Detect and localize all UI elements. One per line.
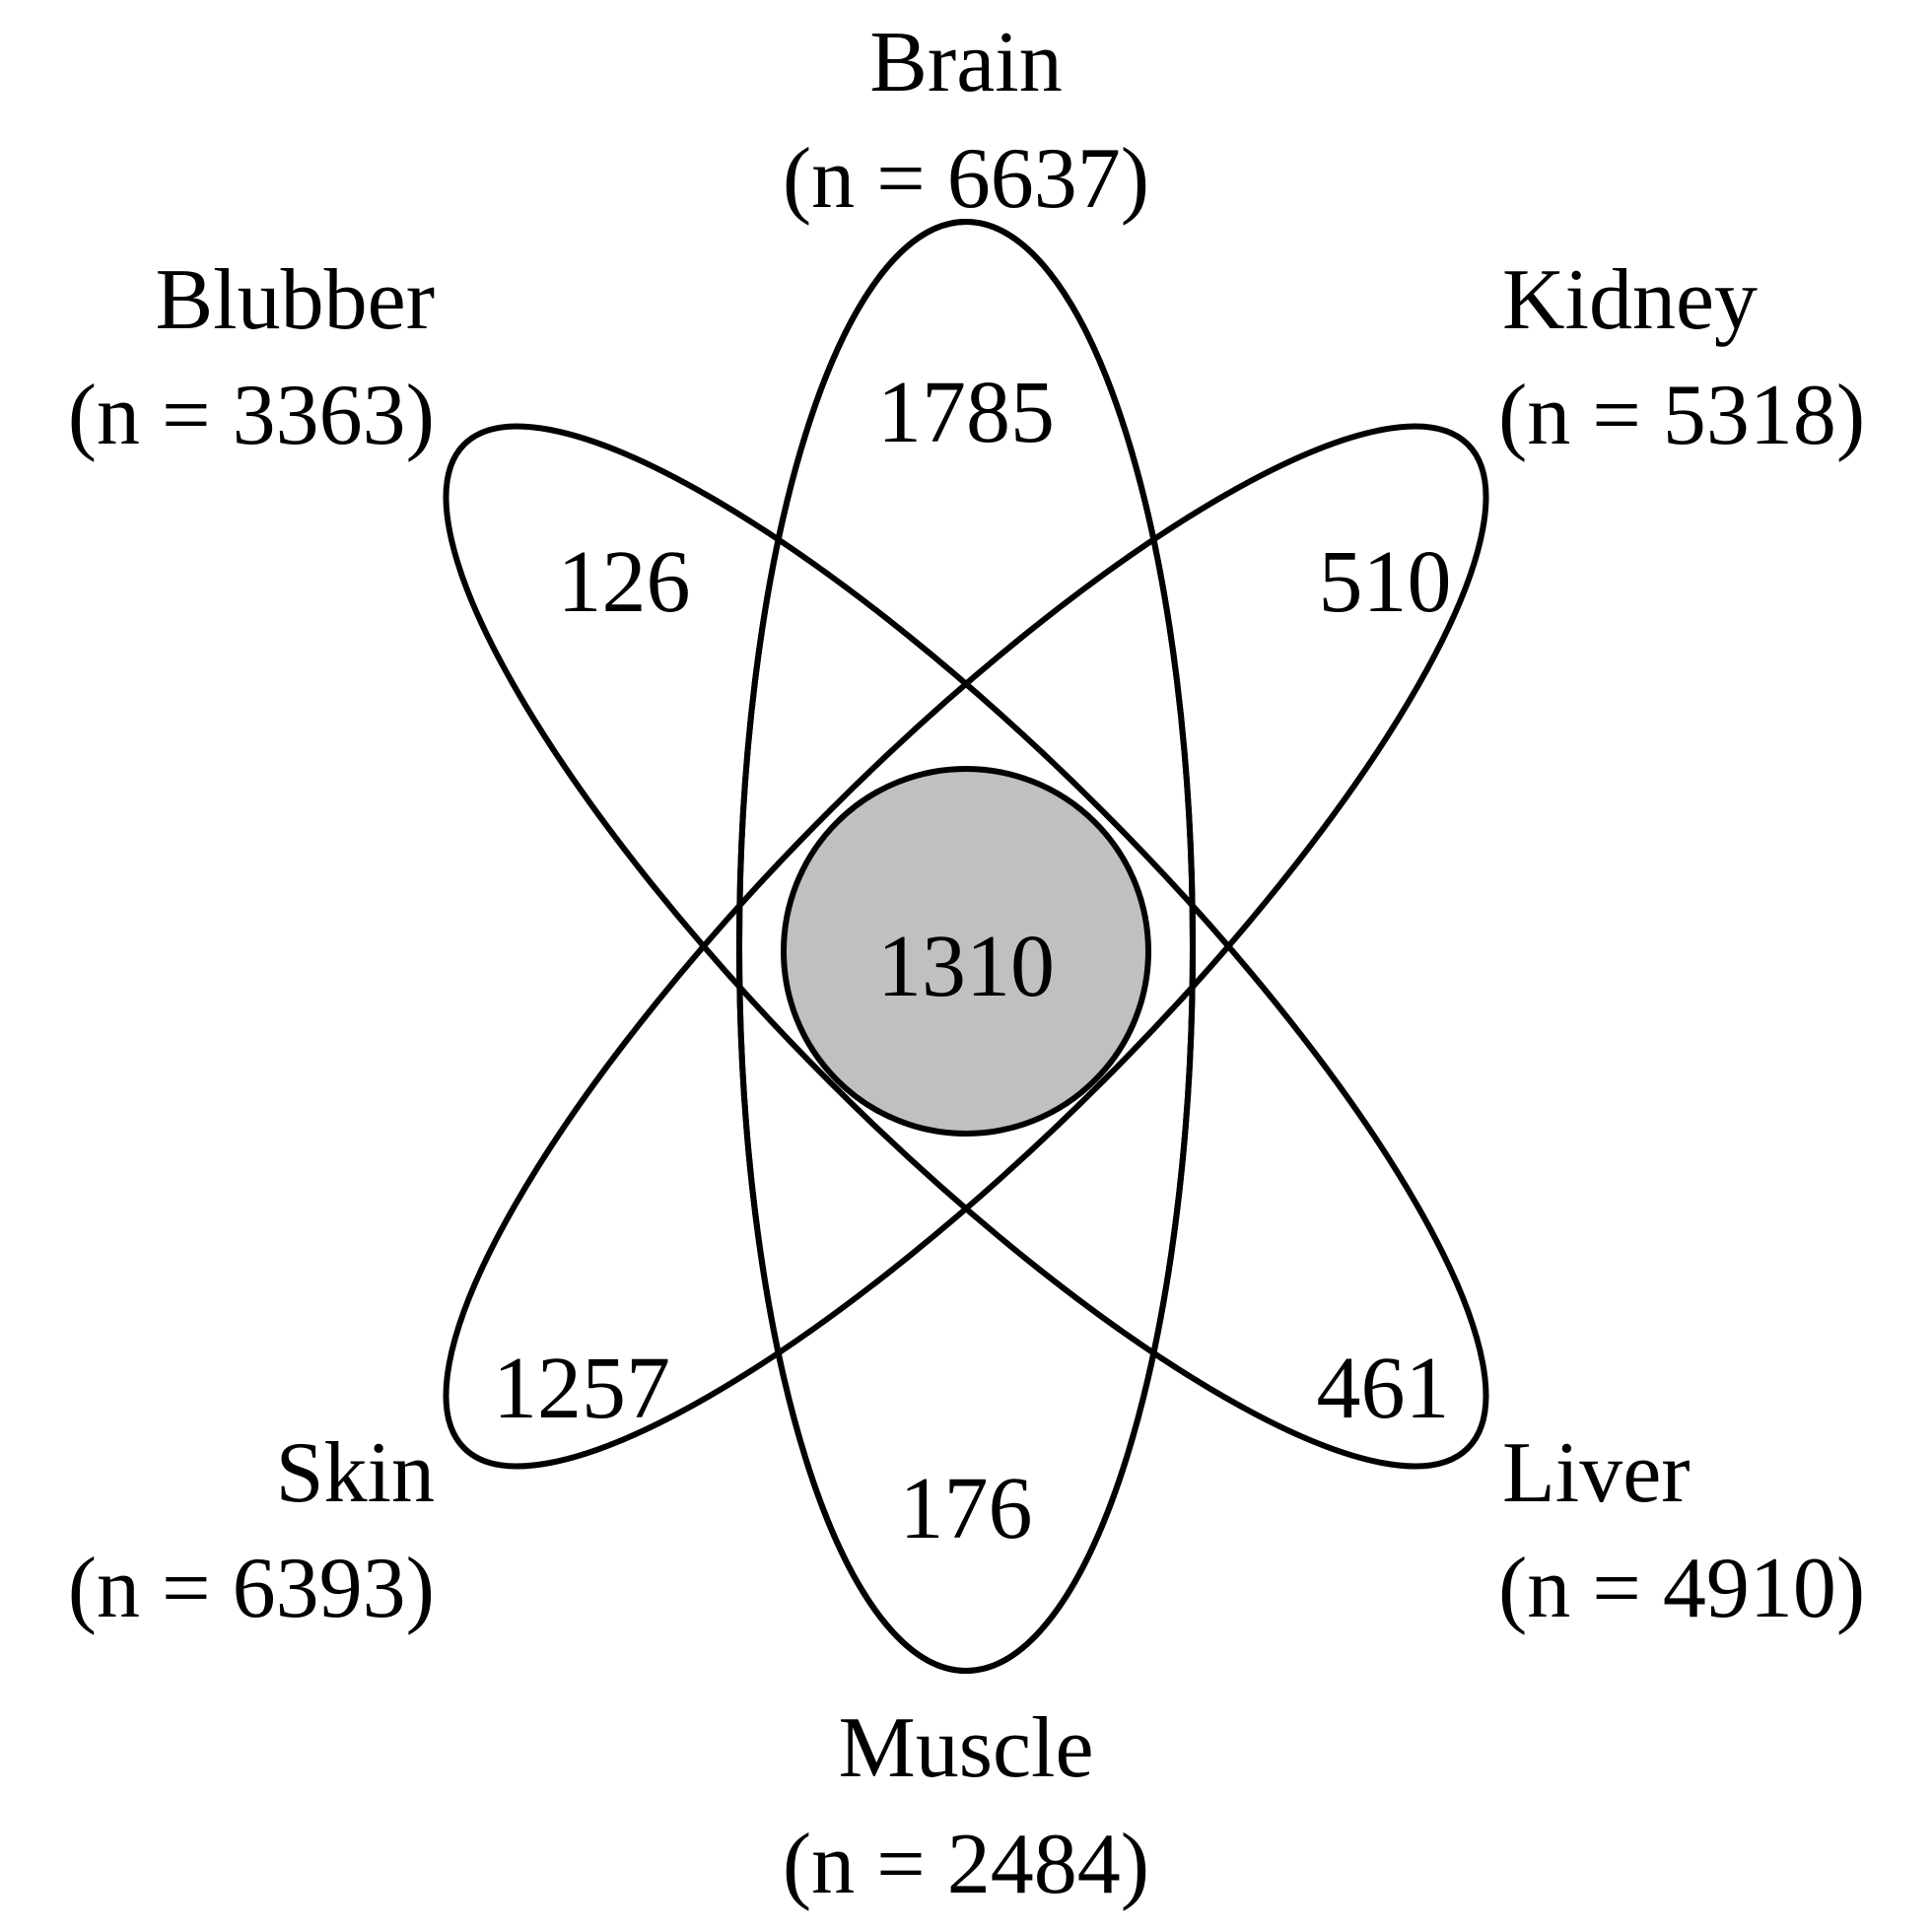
set-label-kidney: Kidney bbox=[1502, 252, 1758, 348]
set-count-brain: (n = 6637) bbox=[783, 131, 1149, 227]
region-value-kidney: 510 bbox=[1319, 533, 1452, 631]
set-label-blubber: Blubber bbox=[155, 252, 435, 348]
region-value-brain: 1785 bbox=[877, 364, 1055, 461]
set-count-liver: (n = 4910) bbox=[1498, 1541, 1865, 1636]
region-value-liver: 461 bbox=[1317, 1340, 1450, 1437]
set-label-liver: Liver bbox=[1502, 1425, 1690, 1521]
set-label-brain: Brain bbox=[869, 15, 1063, 110]
set-count-muscle: (n = 2484) bbox=[783, 1817, 1149, 1912]
set-count-kidney: (n = 5318) bbox=[1498, 368, 1865, 463]
ellipse-kidney bbox=[443, 423, 1489, 1470]
set-label-muscle: Muscle bbox=[838, 1700, 1093, 1796]
set-count-skin: (n = 6393) bbox=[68, 1541, 435, 1636]
set-label-skin: Skin bbox=[276, 1425, 435, 1521]
shared-value: 1310 bbox=[877, 918, 1055, 1015]
ellipse-muscle bbox=[736, 219, 1196, 1674]
region-value-skin: 1257 bbox=[493, 1340, 670, 1437]
ellipse-blubber bbox=[443, 423, 1489, 1470]
region-value-muscle: 176 bbox=[900, 1460, 1033, 1557]
set-count-blubber: (n = 3363) bbox=[68, 368, 435, 463]
region-value-blubber: 126 bbox=[558, 533, 691, 631]
shared-circle bbox=[781, 766, 1151, 1137]
